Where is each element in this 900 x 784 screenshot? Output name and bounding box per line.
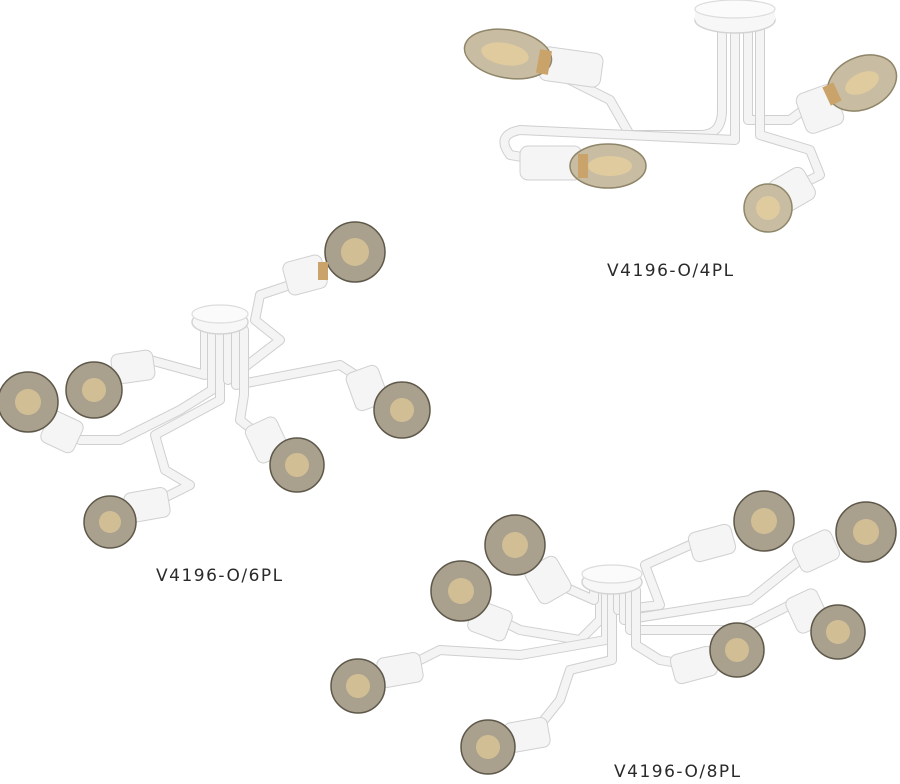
bulb-8pl-3 <box>330 652 424 714</box>
bulb-4pl-2 <box>519 143 647 189</box>
bulb-4pl-3 <box>795 54 898 134</box>
lamp-4pl-arms <box>499 25 825 195</box>
bulb-6pl-6 <box>244 416 325 493</box>
bulb-6pl-3 <box>0 371 84 454</box>
model-label-6pl: V4196-O/6PL <box>156 566 284 586</box>
bulb-8pl-5 <box>687 490 795 563</box>
bulb-4pl-4 <box>743 166 816 233</box>
bulb-6pl-2 <box>65 349 156 419</box>
bulb-8pl-4 <box>460 717 551 775</box>
bulb-6pl-1 <box>282 221 386 296</box>
bulb-4pl-1 <box>463 28 604 88</box>
model-label-8pl: V4196-O/8PL <box>614 762 742 782</box>
bulb-6pl-5 <box>345 364 431 439</box>
model-label-4pl: V4196-O/4PL <box>607 261 735 281</box>
bulb-8pl-8 <box>669 622 765 685</box>
ceiling-canopy-4pl <box>694 0 776 34</box>
bulb-8pl-1 <box>484 514 572 605</box>
bulb-6pl-4 <box>83 487 171 549</box>
bulb-8pl-6 <box>792 501 897 573</box>
ceiling-canopy-8pl <box>581 564 643 595</box>
bulb-8pl-7 <box>785 588 866 660</box>
bulb-8pl-2 <box>430 560 513 642</box>
lamp-6pl-arms <box>75 280 365 505</box>
ceiling-canopy-6pl <box>191 304 249 335</box>
